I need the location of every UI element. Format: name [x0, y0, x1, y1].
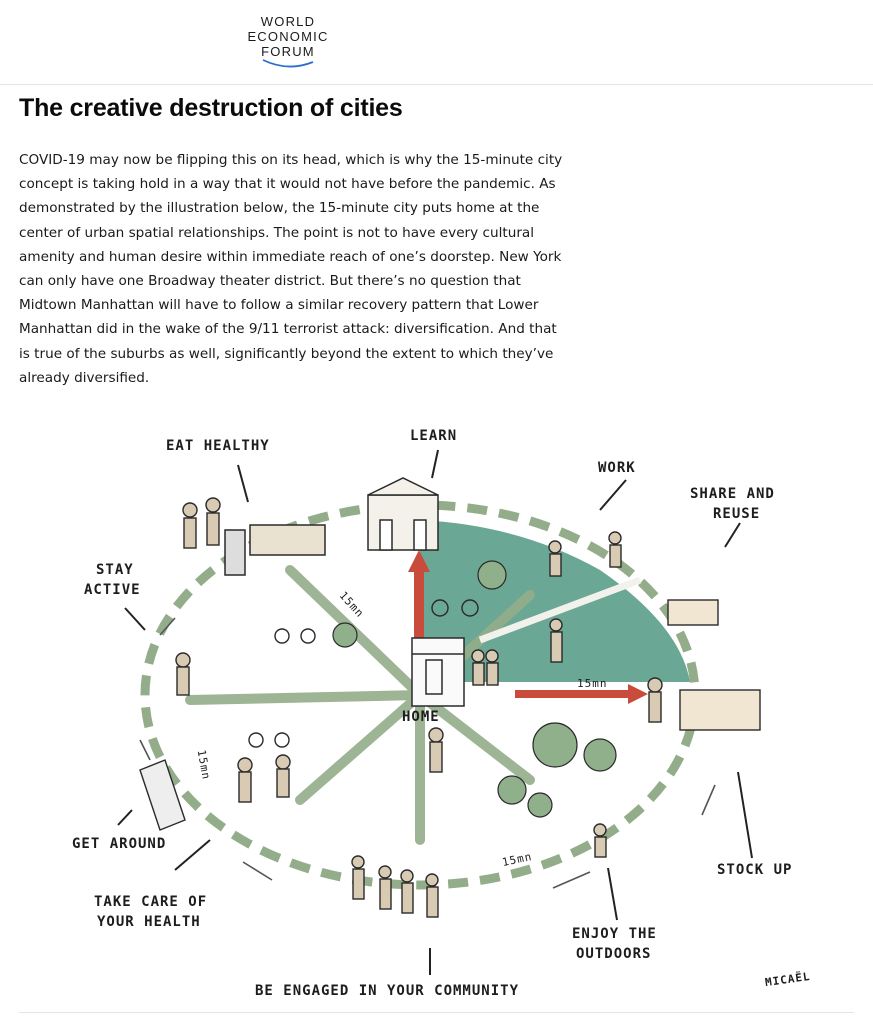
divider [19, 1012, 854, 1013]
article-paragraph: COVID-19 may now be flipping this on its… [19, 152, 563, 386]
logo-line-1: WORLD [260, 14, 316, 29]
label-eat-healthy: EAT HEALTHY [166, 438, 270, 454]
logo-line-2: ECONOMIC [247, 29, 329, 44]
label-take-care-2: YOUR HEALTH [97, 914, 201, 930]
label-stay-active-1: STAY [96, 562, 134, 578]
label-learn: LEARN [410, 428, 458, 444]
label-stock-up: STOCK UP [717, 862, 793, 878]
distance-label: 15mn [577, 677, 608, 690]
site-header: WORLD ECONOMIC FORUM [0, 0, 873, 85]
label-take-care-1: TAKE CARE OF [94, 894, 208, 910]
fifteen-minute-city-illustration: EAT HEALTHY LEARN WORK SHARE AND REUSE S… [0, 410, 873, 1022]
logo-arc-icon [262, 59, 314, 68]
label-get-around: GET AROUND [72, 836, 167, 852]
label-work: WORK [598, 460, 636, 476]
label-enjoy-outdoors-1: ENJOY THE [572, 926, 657, 942]
label-community: BE ENGAGED IN YOUR COMMUNITY [255, 983, 520, 999]
wef-logo[interactable]: WORLD ECONOMIC FORUM [243, 14, 333, 74]
article-title: The creative destruction of cities [19, 94, 403, 122]
illustration-drawing [117, 449, 761, 975]
label-enjoy-outdoors-2: OUTDOORS [576, 946, 652, 962]
logo-line-3: FORUM [261, 44, 315, 59]
label-share-reuse-1: SHARE AND [690, 486, 775, 502]
label-share-reuse-2: REUSE [713, 506, 761, 522]
label-stay-active-2: ACTIVE [84, 582, 141, 598]
label-home: HOME [402, 709, 440, 725]
